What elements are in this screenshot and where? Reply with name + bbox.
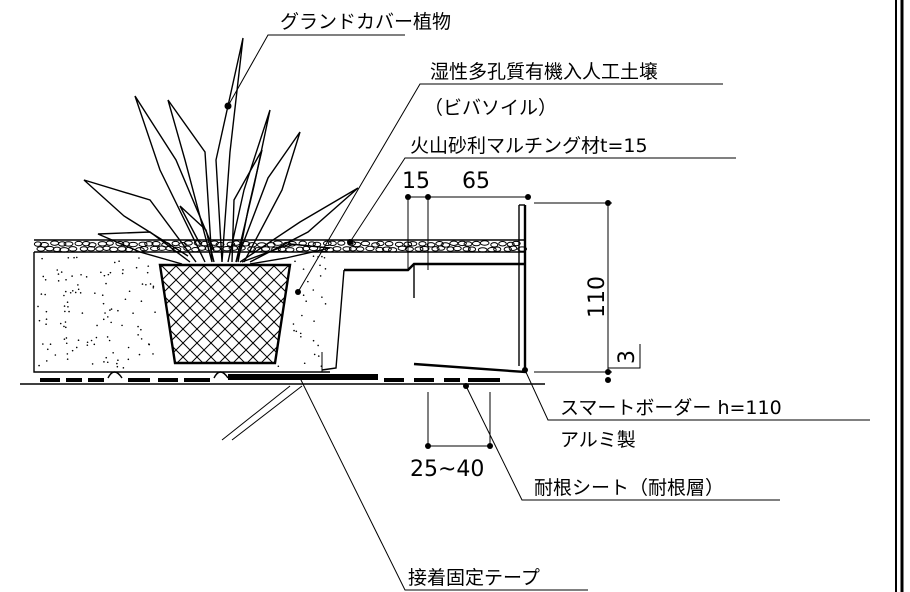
mulch-gravel-layer [33,239,528,253]
label-soil-line2: （ビバソイル） [424,97,557,119]
dim-110: 110 [585,276,610,318]
label-mulch: 火山砂利マルチング材t=15 [410,135,648,157]
dim-3: 3 [615,350,640,364]
leader-lines [227,34,870,591]
ground-cover-plant [83,37,359,265]
dimension-lines [405,194,641,449]
plant-pot [158,263,292,365]
label-root-sheet: 耐根シート（耐根層） [534,477,724,499]
soil-layer [33,252,330,373]
label-ground-cover: グランドカバー植物 [280,11,451,33]
dim-25-40: 25~40 [410,457,484,482]
label-tape: 接着固定テープ [408,567,540,589]
dim-15: 15 [402,169,430,194]
frame-border [895,0,904,592]
label-border-line2: アルミ製 [560,429,636,451]
foundation-hatch [221,385,303,441]
adhesive-tape [228,374,378,380]
label-border-line1: スマートボーダー h=110 [560,397,782,419]
label-soil-line1: 湿性多孔質有機入人工土壌 [430,61,658,83]
smart-border-edge [321,204,527,374]
dim-65: 65 [462,169,490,194]
root-sheet-layer [20,371,545,385]
